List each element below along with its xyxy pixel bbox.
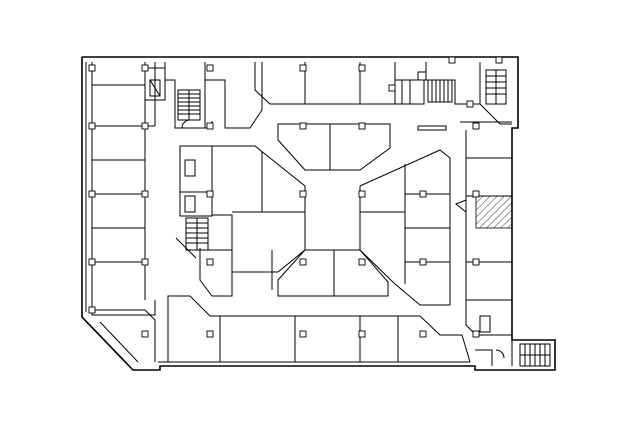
- column-icon: [358, 122, 366, 130]
- central-north-island: [277, 123, 391, 171]
- north-rooms: [254, 62, 411, 105]
- column-icon: [141, 330, 149, 338]
- column-icon: [141, 190, 149, 198]
- column-icon: [141, 258, 149, 266]
- column-icon: [206, 258, 214, 266]
- column-icon: [388, 84, 396, 92]
- stair-icon: [519, 343, 551, 367]
- column-icon: [299, 190, 307, 198]
- column-icon: [466, 100, 474, 108]
- column-icon: [141, 64, 149, 72]
- east-rooms: [455, 130, 513, 336]
- elevator-icon: [149, 79, 491, 333]
- column-icon: [419, 258, 427, 266]
- column-icon: [495, 56, 503, 64]
- west-central-rooms: [175, 145, 306, 297]
- central-south-island: [277, 249, 389, 297]
- column-icon: [88, 306, 96, 314]
- column-icon: [206, 122, 214, 130]
- column-icon: [419, 330, 427, 338]
- column-icon: [358, 190, 366, 198]
- stair-icon: [485, 69, 507, 105]
- stair-icon: [175, 217, 209, 259]
- stair-icon: [177, 89, 201, 121]
- north-east-core: [401, 62, 512, 131]
- south-rooms: [94, 295, 471, 363]
- column-icon: [472, 330, 480, 338]
- south-east-core: [475, 340, 551, 367]
- column-icon: [419, 190, 427, 198]
- column-icon: [299, 122, 307, 130]
- column-icon: [88, 258, 96, 266]
- stair-icon: [427, 79, 453, 103]
- column-icon: [472, 258, 480, 266]
- column-icon: [358, 330, 366, 338]
- column-icon: [206, 64, 214, 72]
- column-icon: [299, 64, 307, 72]
- north-west-core: [144, 62, 263, 129]
- column-icon: [88, 64, 96, 72]
- column-icon: [206, 190, 214, 198]
- column-icon: [206, 330, 214, 338]
- column-icon: [448, 56, 456, 64]
- column-icon: [299, 258, 307, 266]
- structural-columns: [88, 56, 503, 338]
- column-icon: [358, 64, 366, 72]
- column-icon: [358, 258, 366, 266]
- column-icon: [88, 190, 96, 198]
- column-icon: [472, 190, 480, 198]
- east-central-rooms: [359, 149, 451, 306]
- hatched-room-icon: [475, 195, 513, 229]
- column-icon: [88, 122, 96, 130]
- outer-wall: [81, 56, 556, 371]
- column-icon: [472, 122, 480, 130]
- column-icon: [299, 330, 307, 338]
- column-icon: [141, 122, 149, 130]
